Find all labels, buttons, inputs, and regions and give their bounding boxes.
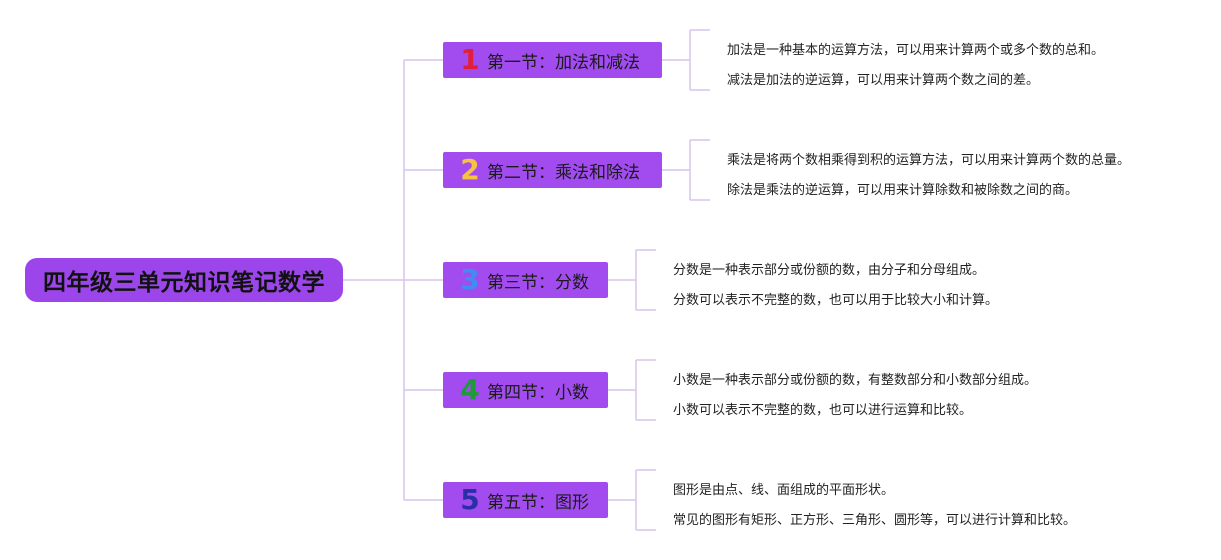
section-number-4: 4 [460, 373, 480, 406]
note-3-1: 分数是一种表示部分或份额的数，由分子和分母组成。 [673, 263, 986, 278]
section-number-1: 1 [460, 43, 480, 76]
note-4-2: 小数可以表示不完整的数，也可以进行运算和比较。 [673, 403, 973, 418]
section-label-4: 第四节：小数 [487, 382, 589, 403]
section-label-1: 第一节：加法和减法 [487, 52, 640, 73]
section-number-3: 3 [460, 263, 480, 296]
section-label-2: 第二节：乘法和除法 [487, 162, 640, 183]
section-node-3[interactable]: 3 第三节：分数 [443, 262, 608, 298]
note-1-1: 加法是一种基本的运算方法，可以用来计算两个或多个数的总和。 [727, 43, 1105, 58]
section-node-2[interactable]: 2 第二节：乘法和除法 [443, 152, 662, 188]
section-node-1[interactable]: 1 第一节：加法和减法 [443, 42, 662, 78]
section-node-5[interactable]: 5 第五节：图形 [443, 482, 608, 518]
note-2-2: 除法是乘法的逆运算，可以用来计算除数和被除数之间的商。 [727, 183, 1079, 198]
section-number-5: 5 [460, 483, 480, 516]
note-1-2: 减法是加法的逆运算，可以用来计算两个数之间的差。 [727, 73, 1040, 88]
section-label-5: 第五节：图形 [487, 492, 589, 513]
section-label-3: 第三节：分数 [487, 272, 589, 293]
note-2-1: 乘法是将两个数相乘得到积的运算方法，可以用来计算两个数的总量。 [727, 153, 1131, 168]
note-3-2: 分数可以表示不完整的数，也可以用于比较大小和计算。 [673, 293, 999, 308]
root-node-label: 四年级三单元知识笔记数学 [43, 270, 325, 296]
root-node[interactable]: 四年级三单元知识笔记数学 [25, 258, 343, 302]
section-number-2: 2 [460, 153, 480, 186]
note-5-1: 图形是由点、线、面组成的平面形状。 [673, 483, 895, 498]
note-4-1: 小数是一种表示部分或份额的数，有整数部分和小数部分组成。 [673, 373, 1038, 388]
section-node-4[interactable]: 4 第四节：小数 [443, 372, 608, 408]
note-5-2: 常见的图形有矩形、正方形、三角形、圆形等，可以进行计算和比较。 [673, 513, 1077, 528]
